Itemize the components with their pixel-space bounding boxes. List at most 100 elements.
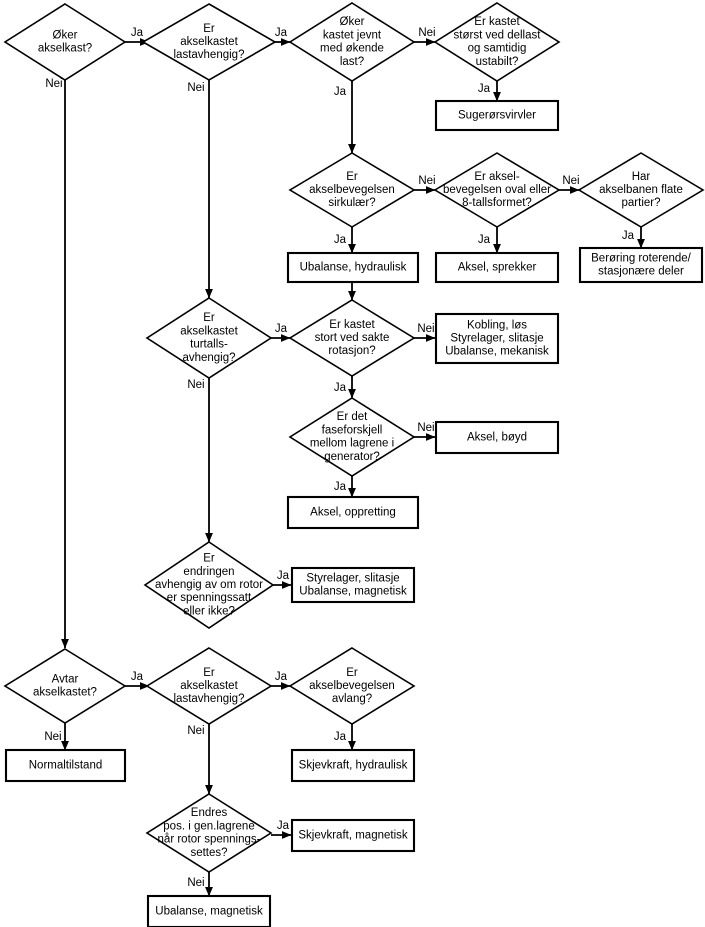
edge-label-ja-n14: Ja [334, 731, 347, 743]
terminal-node-aksel-oppretting[interactable]: Aksel, oppretting [286, 495, 420, 530]
node-label: Aksel, bøyd [467, 432, 527, 444]
decision-shape [288, 299, 416, 377]
decision-shape [145, 647, 273, 725]
terminal-shape [4, 748, 127, 783]
decision-shape [433, 152, 561, 228]
decision-shape [433, 2, 561, 82]
terminal-node-skjevkraft-hydraulisk[interactable]: Skjevkraft, hydraulisk [290, 748, 416, 783]
edge-label-nei-n8: Nei [187, 379, 204, 391]
terminal-node-ubalanse-hydraulisk[interactable]: Ubalanse, hydraulisk [286, 251, 420, 284]
terminal-node-aksel-sprekker[interactable]: Aksel, sprekker [434, 251, 560, 284]
edge-label-ja-n4: Ja [478, 83, 491, 95]
terminal-node-sugerorsvirvler[interactable]: Sugerørsvirvler [434, 99, 560, 132]
terminal-node-aksel-boyd[interactable]: Aksel, bøyd [434, 420, 560, 455]
terminal-node-ubalanse-magnetisk[interactable]: Ubalanse, magnetisk [146, 894, 272, 927]
decision-shape [288, 647, 416, 725]
node-label: Aksel, oppretting [310, 507, 396, 519]
decision-shape [145, 793, 273, 873]
edge-label-nei-n6: Nei [562, 175, 579, 187]
edge-label-ja-n13: Ja [275, 671, 288, 683]
terminal-shape [286, 495, 420, 530]
terminal-shape [434, 420, 560, 455]
edge-label-nei-n13: Nei [187, 725, 204, 737]
edge-label-nei-n9: Nei [417, 323, 434, 335]
node-label: Berøring roterende/stasjonære deler [591, 252, 692, 277]
edge-label-ja-n12: Ja [131, 671, 144, 683]
edge-label-ja-n15: Ja [277, 820, 290, 832]
decision-shape [3, 648, 127, 724]
terminal-shape [290, 818, 416, 853]
edge-label-ja-n11: Ja [277, 570, 290, 582]
terminal-shape [434, 312, 560, 365]
decision-shape [577, 152, 705, 228]
edge-label-nei-n10: Nei [417, 422, 434, 434]
terminal-shape [434, 99, 560, 132]
edge-label-ja-n1: Ja [131, 27, 144, 39]
decision-shape [288, 152, 416, 228]
node-label: Aksel, sprekker [458, 262, 537, 274]
terminal-shape [578, 246, 704, 284]
edge-label-ja-n8: Ja [275, 323, 288, 335]
terminal-node-skjevkraft-magnetisk[interactable]: Skjevkraft, magnetisk [290, 818, 416, 853]
terminal-shape [434, 251, 560, 284]
terminal-node-normaltilstand[interactable]: Normaltilstand [4, 748, 127, 783]
edges-layer [61, 38, 645, 897]
edge-label-nei-n1: Nei [45, 78, 62, 90]
decision-shape [288, 397, 416, 477]
terminal-shape [286, 251, 420, 284]
edge-label-ja-n7: Ja [622, 230, 635, 242]
edge-label-ja-n10: Ja [334, 481, 347, 493]
terminal-node-beroring-roterende[interactable]: Berøring roterende/stasjonære deler [578, 246, 704, 284]
terminal-shape [290, 566, 416, 604]
edge-label-nei-n15: Nei [187, 877, 204, 889]
node-label: Skjevkraft, hydraulisk [299, 760, 408, 772]
decision-shape [141, 3, 277, 81]
edge-label-ja-n2: Ja [275, 27, 288, 39]
node-label: Ubalanse, hydraulisk [300, 262, 407, 274]
node-label: Sugerørsvirvler [458, 110, 536, 122]
edge-label-ja-n6: Ja [478, 234, 491, 246]
decision-shape [145, 297, 273, 379]
edge-label-nei-n2: Nei [187, 82, 204, 94]
node-label: Normaltilstand [29, 760, 103, 772]
edge-label-nei-n3: Nei [418, 27, 435, 39]
edge-label-ja-n3: Ja [334, 86, 347, 98]
decision-shape [143, 541, 275, 629]
edge-label-ja-n5: Ja [334, 234, 347, 246]
